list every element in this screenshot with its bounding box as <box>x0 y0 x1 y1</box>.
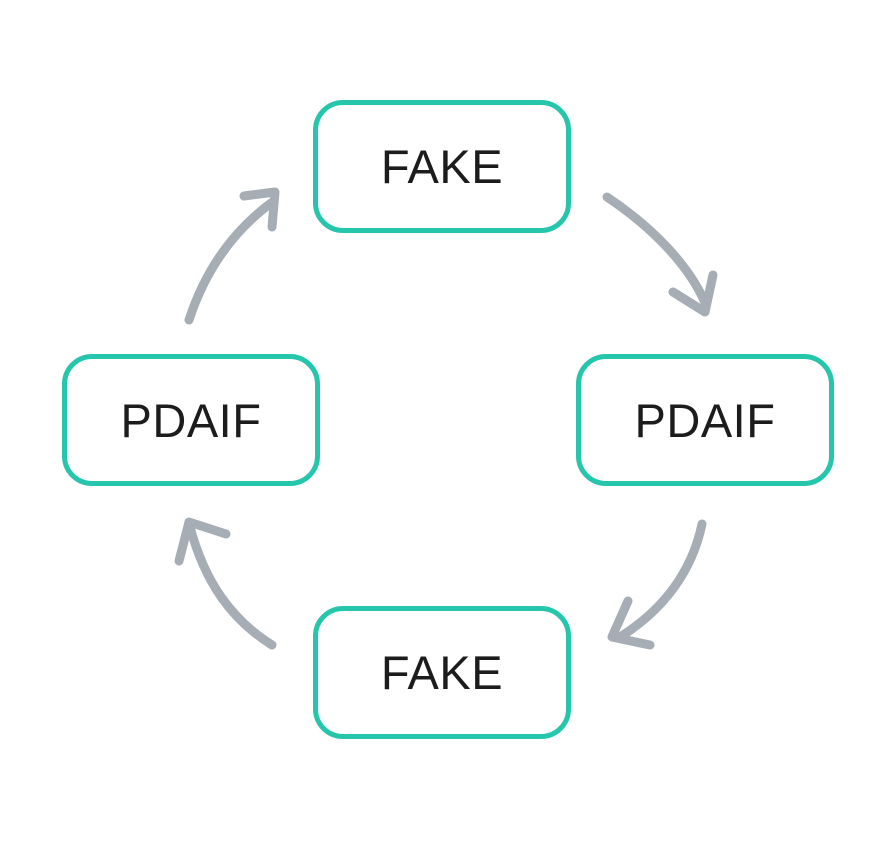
node-fake-bottom[interactable]: FAKE <box>313 606 571 739</box>
arrow-bottom-to-left <box>174 517 277 650</box>
arrow-left-to-top <box>184 187 280 325</box>
node-label: PDAIF <box>120 393 262 447</box>
arrow-right-to-bottom <box>607 519 707 650</box>
node-label: PDAIF <box>634 393 776 447</box>
node-pdaif-left[interactable]: PDAIF <box>62 354 320 486</box>
node-label: FAKE <box>380 140 504 193</box>
node-pdaif-right[interactable]: PDAIF <box>576 354 834 486</box>
arrow-top-to-right <box>602 192 718 317</box>
node-label: FAKE <box>380 646 504 699</box>
node-fake-top[interactable]: FAKE <box>313 100 571 233</box>
